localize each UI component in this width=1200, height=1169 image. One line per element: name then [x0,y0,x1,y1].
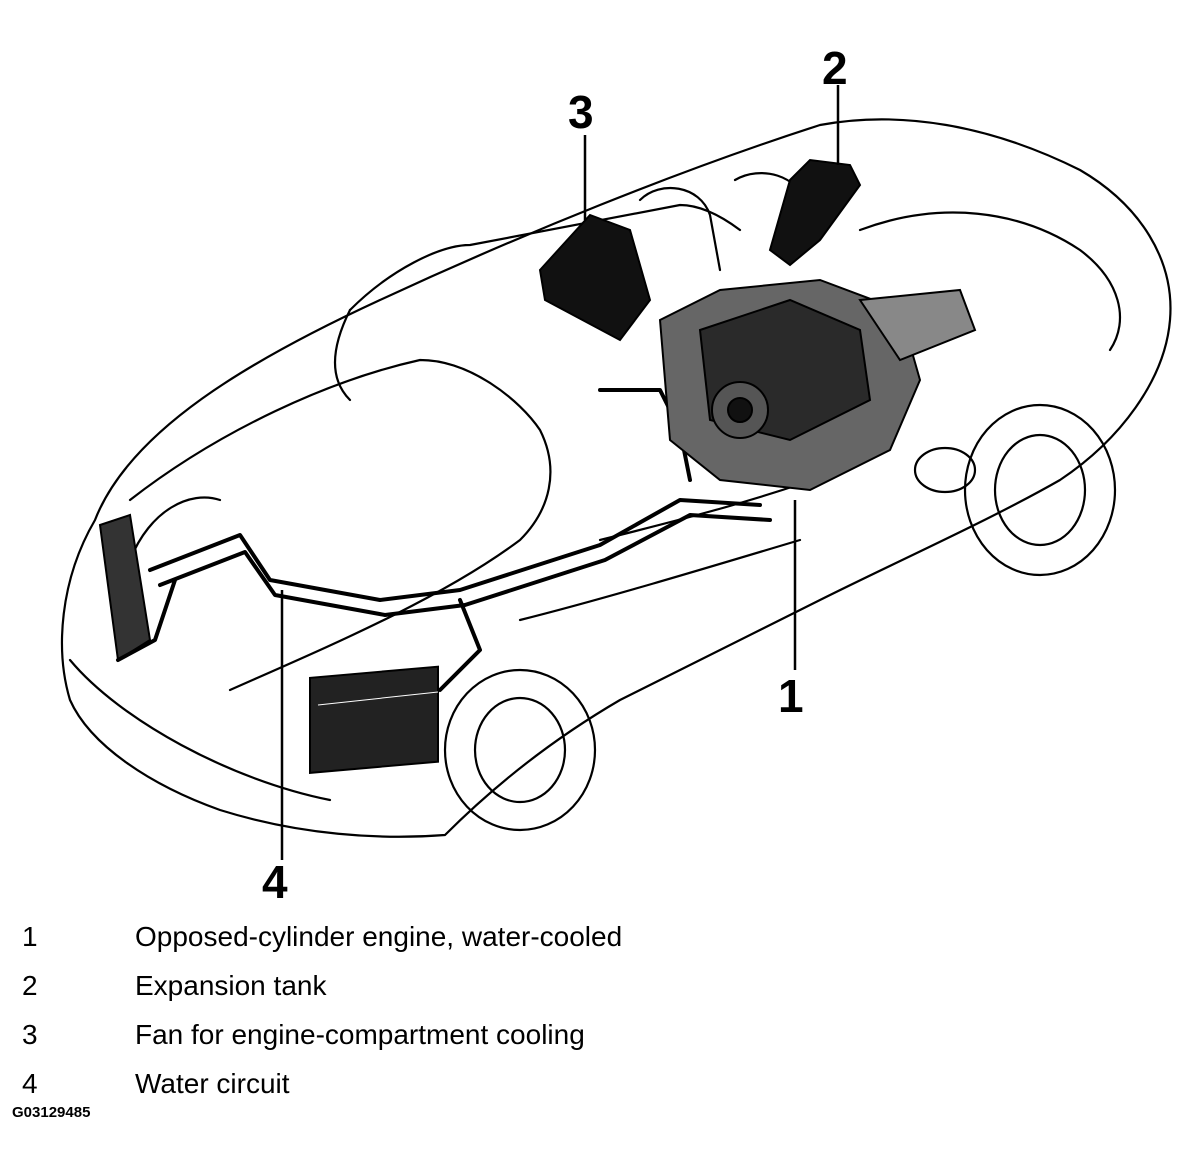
callout-2: 2 [822,42,848,94]
engine-compartment-fan [538,213,652,342]
legend-number: 2 [22,970,38,1001]
front-bumper [68,658,332,802]
side-air-intake [913,446,977,494]
radiator-right [309,665,439,774]
legend-label: Expansion tank [135,970,327,1001]
rear-deck [858,211,1122,352]
headlight [128,496,222,562]
legend-number: 4 [22,1068,38,1099]
radiator-left [98,513,152,662]
legend-label: Fan for engine-compartment cooling [135,1019,585,1050]
engine-block [658,278,977,492]
coolant-pipes [116,388,772,692]
windshield-frame [348,203,742,312]
car-cooling-system-illustration: 1 2 3 4 [60,42,1172,900]
hood-outline [128,358,552,692]
seat-left [638,186,722,272]
callout-3: 3 [568,86,594,138]
legend-label: Opposed-cylinder engine, water-cooled [135,921,623,952]
callout-1: 1 [778,670,804,722]
callout-4: 4 [262,856,288,900]
rear-wheel [963,403,1117,577]
expansion-tank [768,158,862,267]
front-wheel [443,668,597,832]
legend-number: 1 [22,921,38,952]
legend-label: Water circuit [135,1068,290,1099]
legend-number: 3 [22,1019,38,1050]
figure-id: G03129485 [12,1104,91,1121]
